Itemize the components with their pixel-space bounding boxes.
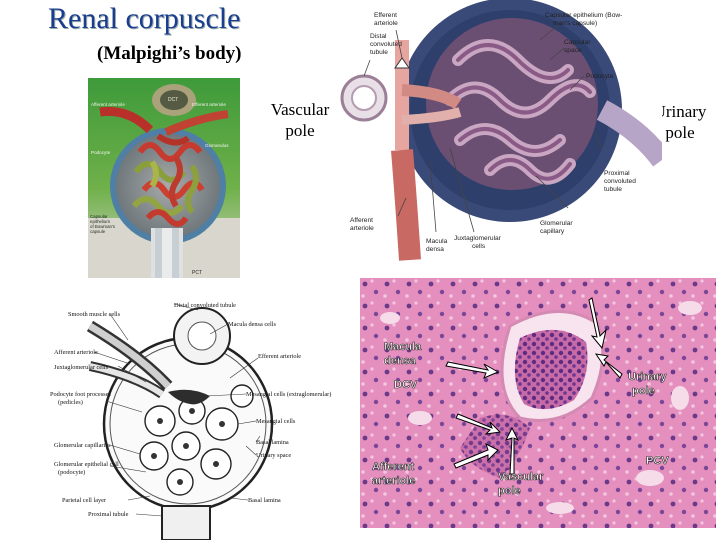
- urinary-pole-line-2: pole: [665, 123, 695, 142]
- ld-urinary-space-label: Urinary space: [256, 452, 291, 459]
- micro-macula-line-2: densa: [384, 355, 417, 367]
- top-capsular-epi-line-2: man's capsule): [553, 20, 597, 27]
- model-photo-panel: Afferent arteriole Efferent arteriole DC…: [88, 78, 240, 278]
- model-afferent-label: Afferent arteriole: [91, 102, 125, 107]
- ld-basal-lamina-label: Basal lamina: [256, 439, 289, 446]
- micrograph-labels: Macula densa DCV Urinary pole Afferent a…: [372, 341, 670, 498]
- ld-parietal-label: Parietal cell layer: [62, 497, 107, 504]
- ld-podocyte-foot-line-1: Podocyte foot processes: [50, 391, 111, 398]
- top-macula-line-1: Macula: [426, 238, 448, 245]
- ld-podocyte-foot-line-2: (pedicles): [58, 399, 83, 406]
- model-podocyte-label: Podocyte: [91, 150, 111, 155]
- top-macula-line-2: densa: [426, 246, 444, 253]
- top-distal-line-3: tubule: [370, 49, 388, 56]
- ld-proximal-label: Proximal tubule: [88, 511, 129, 518]
- top-efferent-line-1: Efferent: [374, 12, 397, 19]
- micrograph-image: Macula densa DCV Urinary pole Afferent a…: [360, 278, 716, 528]
- vascular-pole-line-1: Vascular: [270, 100, 330, 119]
- top-glomerular-line-2: capillary: [540, 228, 565, 235]
- top-proximal-line-1: Proximal: [604, 170, 630, 177]
- top-afferent-line-2: arteriole: [350, 225, 374, 232]
- model-capsular-line-3: of Bowman's: [90, 224, 116, 229]
- model-capsular-line-2: epithelium: [90, 219, 110, 224]
- micro-vascular-line-1: Vascular: [498, 471, 544, 483]
- micrograph-panel: Macula densa DCV Urinary pole Afferent a…: [360, 278, 716, 528]
- line-drawing-labels: Distal convoluted tubule Smooth muscle c…: [50, 302, 331, 518]
- ld-basal-lamina-2-label: Basal lamina: [248, 497, 281, 504]
- urinary-pole-label: Urinary pole: [646, 101, 714, 143]
- page-title: Renal corpuscle: [48, 2, 241, 35]
- top-capsular-space-line-2: space: [564, 47, 582, 54]
- top-capsular-epi-line-1: Capsular epithelium (Bow-: [545, 12, 622, 19]
- ld-mesangial-label: Mesangial cells: [256, 418, 296, 425]
- vascular-pole-label: Vascular pole: [262, 99, 338, 141]
- top-illustration-panel: Efferent arteriole Distal convoluted tub…: [340, 0, 662, 262]
- model-pct-label: PCT: [192, 270, 202, 276]
- ld-efferent-label: Efferent arteriole: [258, 353, 301, 360]
- ld-glomerular-cap-label: Glomerular capillaries: [54, 442, 111, 449]
- top-illustration-image: Efferent arteriole Distal convoluted tub…: [340, 0, 662, 262]
- model-dct-label: DCT: [168, 97, 178, 103]
- line-drawing-panel: Distal convoluted tubule Smooth muscle c…: [50, 296, 352, 540]
- ld-macula-label: Macula densa cells: [228, 321, 276, 328]
- vascular-pole-line-2: pole: [285, 121, 315, 140]
- top-juxta-line-2: cells: [472, 243, 486, 250]
- model-capsular-line-4: capsule: [90, 229, 106, 234]
- micro-afferent-line-2: arteriole: [372, 475, 415, 487]
- micro-pcv-label: PCV: [646, 455, 669, 467]
- top-juxta-line-1: Juxtaglomerular: [454, 235, 502, 242]
- page-subtitle: (Malpighi’s body): [97, 43, 242, 64]
- micro-afferent-line-1: Afferent: [372, 461, 415, 473]
- micro-dcv-label: DCV: [394, 379, 418, 391]
- model-efferent-label: Efferent arteriole: [192, 102, 226, 107]
- top-distal-line-1: Distal: [370, 33, 387, 40]
- ld-distal-label: Distal convoluted tubule: [174, 302, 236, 309]
- micro-vascular-line-2: pole: [498, 485, 521, 497]
- model-photo-labels: Afferent arteriole Efferent arteriole DC…: [90, 97, 229, 276]
- ld-smooth-label: Smooth muscle cells: [68, 311, 121, 318]
- micro-urinary-line-2: pole: [632, 385, 655, 397]
- top-glomerular-line-1: Glomerular: [540, 220, 573, 227]
- urinary-pole-line-1: Urinary: [653, 102, 707, 121]
- micro-macula-line-1: Macula: [384, 341, 422, 353]
- micro-urinary-line-1: Urinary: [628, 371, 667, 383]
- ld-glom-epi-line-1: Glomerular epithelial cell: [54, 461, 119, 468]
- top-capsular-space-line-1: Capsular: [564, 39, 591, 46]
- model-glomerulus-label: Glomerulus: [205, 143, 229, 148]
- ld-mesangial-extra-label: Mesangial cells (extraglomerular): [246, 391, 331, 398]
- top-afferent-line-1: Afferent: [350, 217, 373, 224]
- ld-glom-epi-line-2: (podocyte): [58, 469, 85, 476]
- model-photo-image: Afferent arteriole Efferent arteriole DC…: [88, 78, 240, 278]
- ld-juxta-label: Juxtaglomerular cells: [54, 364, 109, 371]
- top-distal-line-2: convoluted: [370, 41, 402, 48]
- top-illustration-labels: Efferent arteriole Distal convoluted tub…: [350, 12, 636, 253]
- line-drawing-image: Distal convoluted tubule Smooth muscle c…: [50, 296, 352, 540]
- top-podocyte-label: Podocyte: [586, 73, 614, 80]
- ld-afferent-label: Afferent arteriole: [54, 349, 98, 356]
- top-proximal-line-3: tubule: [604, 186, 622, 193]
- top-proximal-line-2: convoluted: [604, 178, 636, 185]
- top-efferent-line-2: arteriole: [374, 20, 398, 27]
- model-capsular-line-1: Capsular: [90, 214, 108, 219]
